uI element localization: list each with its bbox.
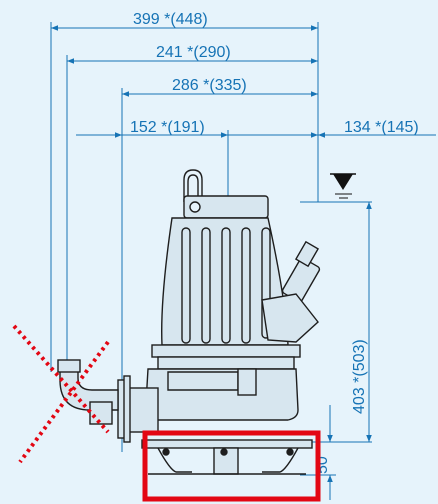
crossed-out-marker <box>12 324 110 464</box>
lifting-handle <box>183 169 203 202</box>
cable-inlet <box>261 240 321 343</box>
motor-flange <box>151 344 301 358</box>
base-highlight-box <box>142 430 321 502</box>
dim-label-center-to-side: 134 *(145) <box>344 119 419 136</box>
extension-lines <box>50 22 372 476</box>
dim-overall-width: 399 *(448) <box>51 11 318 31</box>
dim-discharge-to-axis: 241 *(290) <box>67 44 318 64</box>
dim-flange-to-center: 152 *(191) <box>76 119 228 138</box>
dim-center-to-side: 134 *(145) <box>228 119 436 138</box>
water-level-icon <box>330 173 356 199</box>
discharge-pipe <box>127 387 159 433</box>
base-stand <box>141 439 313 475</box>
dim-label-discharge-to-axis: 241 *(290) <box>156 44 231 61</box>
dim-label-base-width: 286 *(335) <box>172 77 247 94</box>
dim-label-overall-height: 403 *(503) <box>351 339 368 414</box>
dim-label-flange-to-center: 152 *(191) <box>130 119 205 136</box>
dim-overall-height: 403 *(503) <box>351 202 372 442</box>
dim-label-overall-width: 399 *(448) <box>133 11 208 28</box>
pump-body <box>57 169 321 475</box>
lifting-eye <box>189 201 201 213</box>
dim-base-width: 286 *(335) <box>122 77 318 97</box>
